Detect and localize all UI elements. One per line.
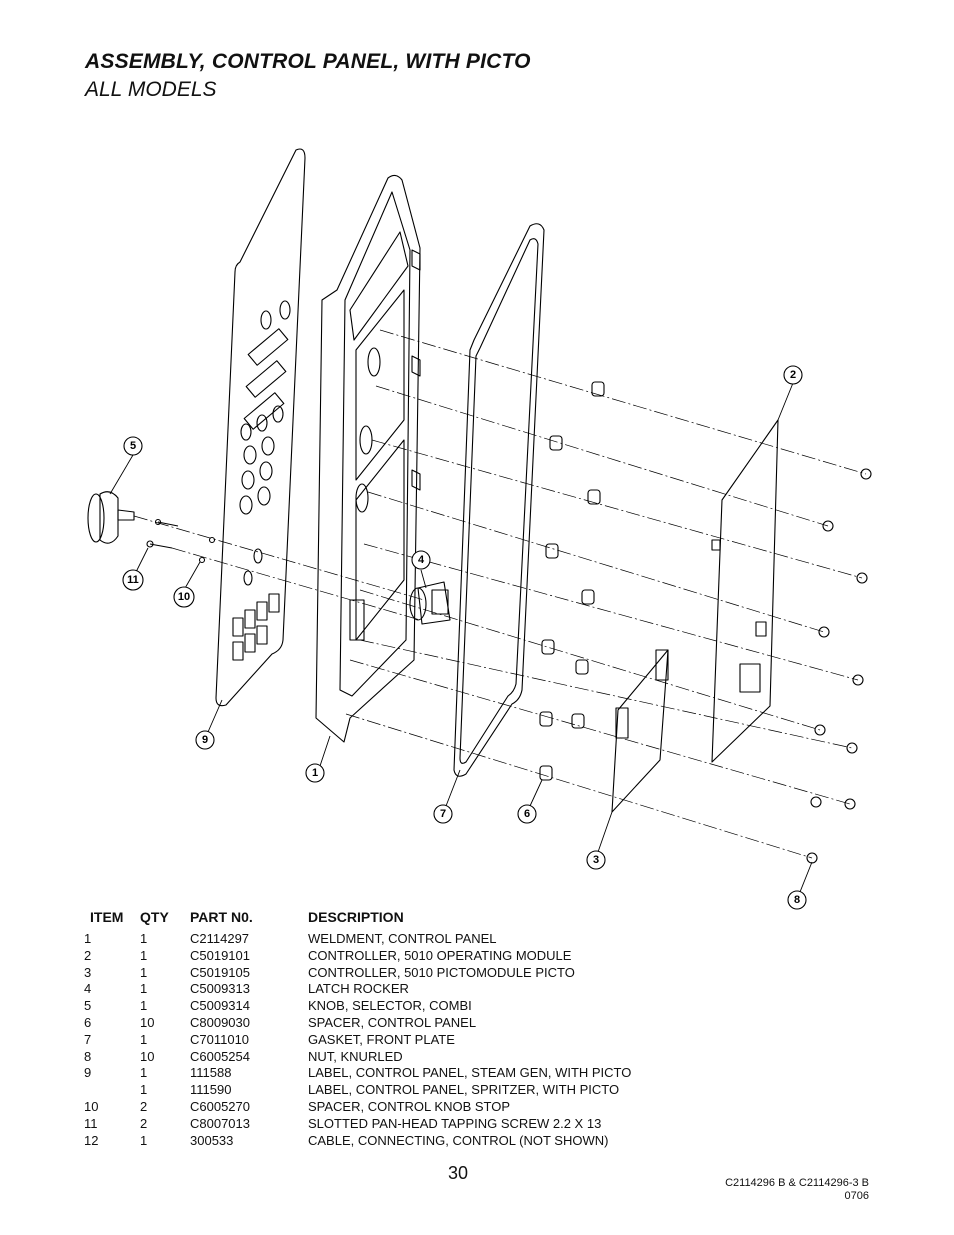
control-panel-weldment-drawing [315,174,421,743]
cell-description: LABEL, CONTROL PANEL, STEAM GEN, WITH PI… [308,1065,632,1081]
cell-item: 3 [84,964,92,980]
exploded-assembly-diagram: 1 2 3 4 5 6 7 8 9 10 11 [87,148,872,910]
cell-item: 4 [84,981,92,997]
callout-6: 6 [517,804,537,824]
page-number: 30 [448,1163,469,1183]
cell-part-no: C5019105 [190,964,250,980]
cell-description: WELDMENT, CONTROL PANEL [308,931,497,946]
cell-item: 9 [84,1065,92,1081]
pictomodule-board-drawing [611,649,669,813]
document-reference: C2114296 B & C2114296-3 B 0706 [725,1177,869,1203]
svg-text:10: 10 [178,591,190,603]
callout-8: 8 [787,890,807,910]
document-reference-line2: 0706 [844,1190,869,1202]
cell-item: 5 [84,998,92,1014]
cell-part-no: C6005254 [190,1048,250,1064]
gasket-drawing [453,223,545,777]
cell-description: LATCH ROCKER [308,981,409,997]
callout-5: 5 [123,436,143,456]
cell-item: 8 [84,1048,92,1064]
cell-part-no: C2114297 [190,931,250,946]
spacer-drawings [539,381,605,781]
cell-description: NUT, KNURLED [308,1048,403,1064]
callout-4: 4 [411,550,431,570]
cell-qty: 1 [140,998,148,1014]
cell-part-no: C8009030 [190,1014,250,1030]
label-panel-drawing [215,148,306,707]
cell-part-no: 111588 [190,1065,232,1081]
svg-text:9: 9 [202,734,208,746]
callout-2: 2 [783,365,803,385]
cell-part-no: 300533 [190,1132,234,1148]
cell-item: 10 [84,1098,99,1114]
cell-qty: 1 [140,1031,148,1047]
cell-description: CONTROLLER, 5010 OPERATING MODULE [308,947,572,963]
callout-9: 9 [195,730,215,750]
latch-rocker-drawing [409,581,451,625]
document-reference-line1: C2114296 B & C2114296-3 B [725,1177,869,1189]
cell-qty: 2 [140,1098,148,1114]
cell-item: 1 [84,931,92,946]
screw-drawing [149,521,179,549]
cell-qty: 2 [140,1115,148,1131]
svg-text:7: 7 [440,808,446,820]
cell-part-no: C6005270 [190,1098,250,1114]
svg-text:1: 1 [312,767,318,779]
cell-item: 11 [84,1115,98,1131]
knob-drawing [87,491,135,544]
col-header-item: ITEM [90,909,124,925]
col-header-description: DESCRIPTION [308,909,404,925]
cell-item: 12 [84,1132,99,1148]
callout-1: 1 [305,763,325,783]
callout-7: 7 [433,804,453,824]
nut-drawings [806,468,872,864]
cell-part-no: 111590 [190,1082,232,1098]
cell-description: SPACER, CONTROL PANEL [308,1014,477,1030]
cell-part-no: C7011010 [190,1031,250,1047]
cell-qty: 1 [140,947,148,963]
operating-module-board-drawing [711,419,779,763]
cell-qty: 10 [140,1048,155,1064]
page-subtitle: ALL MODELS [85,78,217,101]
cell-description: GASKET, FRONT PLATE [308,1031,455,1047]
leader-lines [109,382,813,893]
cell-qty: 1 [140,1065,148,1081]
callout-10: 10 [173,586,195,608]
cell-description: KNOB, SELECTOR, COMBI [308,998,472,1014]
cell-qty: 10 [140,1014,155,1030]
cell-part-no: C5009314 [190,998,250,1014]
cell-part-no: C8007013 [190,1115,250,1131]
cell-description: CABLE, CONNECTING, CONTROL (NOT SHOWN) [308,1132,609,1148]
cell-qty: 1 [140,931,148,946]
svg-text:5: 5 [130,440,136,452]
cell-description: SLOTTED PAN-HEAD TAPPING SCREW 2.2 X 13 [308,1115,602,1131]
col-header-qty: QTY [140,909,169,925]
page-title: ASSEMBLY, CONTROL PANEL, WITH PICTO [85,50,531,73]
cell-qty: 1 [140,964,148,980]
cell-item: 6 [84,1014,92,1030]
callout-11: 11 [122,569,144,591]
cell-item: 7 [84,1031,92,1047]
svg-text:2: 2 [790,369,796,381]
cell-description: CONTROLLER, 5010 PICTOMODULE PICTO [308,964,575,980]
cell-description: SPACER, CONTROL KNOB STOP [308,1098,511,1114]
svg-text:3: 3 [593,854,599,866]
cell-description: LABEL, CONTROL PANEL, SPRITZER, WITH PIC… [308,1082,620,1098]
col-header-part-no: PART N0. [190,909,253,925]
cell-part-no: C5019101 [190,947,250,963]
assembly-centerlines [133,329,867,859]
cell-qty: 1 [140,981,148,997]
cell-qty: 1 [140,1132,148,1148]
cell-item: 2 [84,947,92,963]
svg-text:8: 8 [794,894,800,906]
cell-qty: 1 [140,1082,148,1098]
callout-3: 3 [586,850,606,870]
svg-text:6: 6 [524,808,530,820]
svg-text:4: 4 [418,554,425,566]
cell-part-no: C5009313 [190,981,250,997]
svg-text:11: 11 [127,574,139,586]
